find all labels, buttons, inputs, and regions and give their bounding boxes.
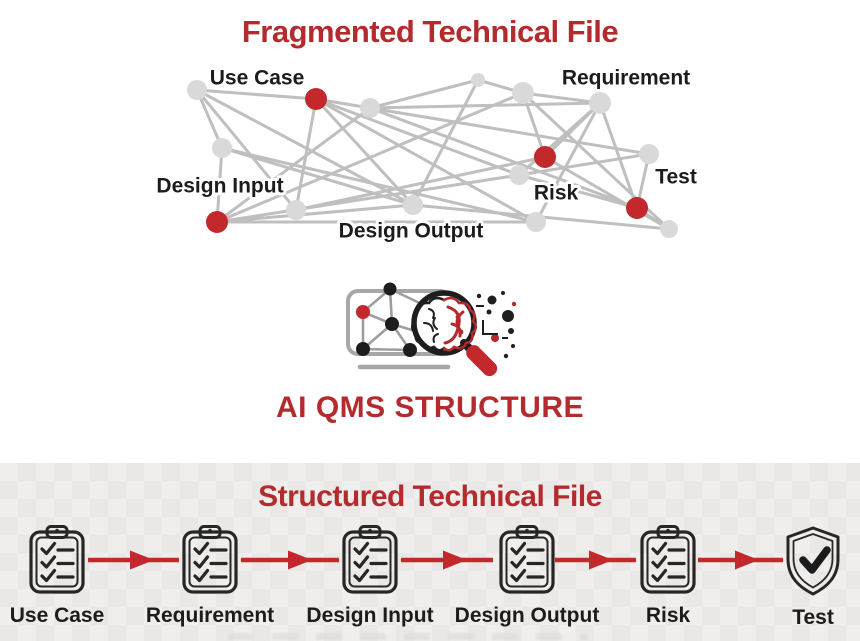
flow-step-label: Risk	[645, 604, 691, 627]
shield-check-icon	[782, 525, 844, 597]
ai-qms-icon	[346, 282, 517, 377]
network-edge	[521, 91, 547, 159]
network-edge	[476, 78, 525, 95]
network-label: Requirement	[562, 66, 690, 89]
magnifier-handle	[466, 345, 498, 377]
network-edge	[521, 91, 602, 105]
flow-step-requirement: Requirement	[130, 525, 290, 628]
network-node-gray	[509, 165, 529, 185]
ai-qms-title: AI QMS STRUCTURE	[276, 391, 584, 424]
network-node-gray	[512, 82, 534, 104]
network-node-red	[534, 146, 556, 168]
network-edge	[195, 88, 318, 101]
network-edge	[368, 106, 651, 156]
network-edge	[220, 146, 415, 207]
network-node-red	[305, 88, 327, 110]
network-edge	[517, 152, 651, 177]
flow-step-label: Use Case	[9, 604, 105, 627]
network-edge	[534, 101, 602, 224]
network-node-gray	[526, 212, 546, 232]
flow-arrow-icon	[88, 550, 179, 570]
flow-step-risk: Risk	[588, 525, 748, 628]
flow-arrow-icon	[241, 550, 339, 570]
flow-step-label: Design Input	[306, 604, 434, 627]
network-node-gray	[212, 138, 232, 158]
network-edge	[215, 146, 224, 224]
network-edge	[314, 97, 538, 224]
flow-arrow-icon	[555, 550, 636, 570]
network-node-gray	[589, 92, 611, 114]
network-node-gray	[286, 200, 306, 220]
network-edge	[294, 97, 318, 212]
network-edge	[215, 91, 525, 224]
network-edge	[635, 152, 651, 210]
network-edge	[314, 97, 521, 177]
network-node-red	[206, 211, 228, 233]
network-node-gray	[471, 73, 485, 87]
network-edge	[598, 101, 639, 210]
network-edge	[635, 206, 671, 231]
network-label: Design Input	[156, 174, 283, 197]
network-edge	[195, 88, 224, 150]
network-edge	[517, 173, 639, 210]
network-label: Test	[655, 165, 697, 188]
clipboard-checklist-icon	[640, 525, 696, 594]
clipboard-checklist-icon	[342, 525, 398, 594]
network-edge	[543, 155, 671, 231]
clipboard-checklist-icon	[182, 525, 238, 594]
network-node-red	[626, 197, 648, 219]
network-edge	[195, 88, 415, 207]
network-label: Design Output	[339, 219, 484, 242]
network-edge	[517, 101, 602, 177]
network-label: Use Case	[210, 66, 305, 89]
flow-step-label: Design Output	[454, 604, 600, 627]
network-edge	[220, 146, 538, 224]
brain-icon	[410, 296, 478, 352]
network-edge	[411, 78, 480, 207]
flow-step-label: Test	[792, 606, 834, 629]
network-edge	[543, 101, 602, 159]
network-node-gray	[639, 144, 659, 164]
mini-network-nodes	[356, 282, 417, 357]
network-edge	[314, 97, 372, 110]
network-node-gray	[660, 220, 678, 238]
flow-arrow-icon	[698, 550, 783, 570]
flow-arrow-icon	[401, 550, 493, 570]
network-edge	[368, 78, 480, 110]
fragmented-title: Fragmented Technical File	[241, 14, 619, 49]
network-edge	[521, 91, 671, 231]
network-node-gray	[403, 195, 423, 215]
network-edge	[294, 155, 547, 212]
flow-step-test: Test	[733, 525, 860, 630]
structured-panel: Structured Technical File Use Case Requi…	[0, 463, 860, 641]
network-label: Risk	[534, 181, 579, 204]
cropped-text-remnant	[228, 633, 588, 640]
circuit-dots-icon	[476, 291, 517, 359]
network-node-gray	[360, 98, 380, 118]
network-edge	[195, 88, 298, 212]
flow-step-use-case: Use Case	[0, 525, 137, 628]
flow-step-label: Requirement	[145, 604, 275, 627]
clipboard-checklist-icon	[29, 525, 85, 594]
network-edge	[411, 203, 671, 231]
structured-title: Structured Technical File	[258, 480, 602, 513]
network-edge	[215, 203, 415, 224]
flow-step-design-output: Design Output	[447, 525, 607, 628]
network-edge	[368, 101, 602, 110]
network-node-gray	[187, 80, 207, 100]
flow-step-design-input: Design Input	[290, 525, 450, 628]
network-edge	[314, 97, 415, 207]
network-edge	[215, 173, 521, 224]
network-edge	[215, 106, 372, 224]
network-edge	[368, 106, 639, 210]
clipboard-checklist-icon	[499, 525, 555, 594]
